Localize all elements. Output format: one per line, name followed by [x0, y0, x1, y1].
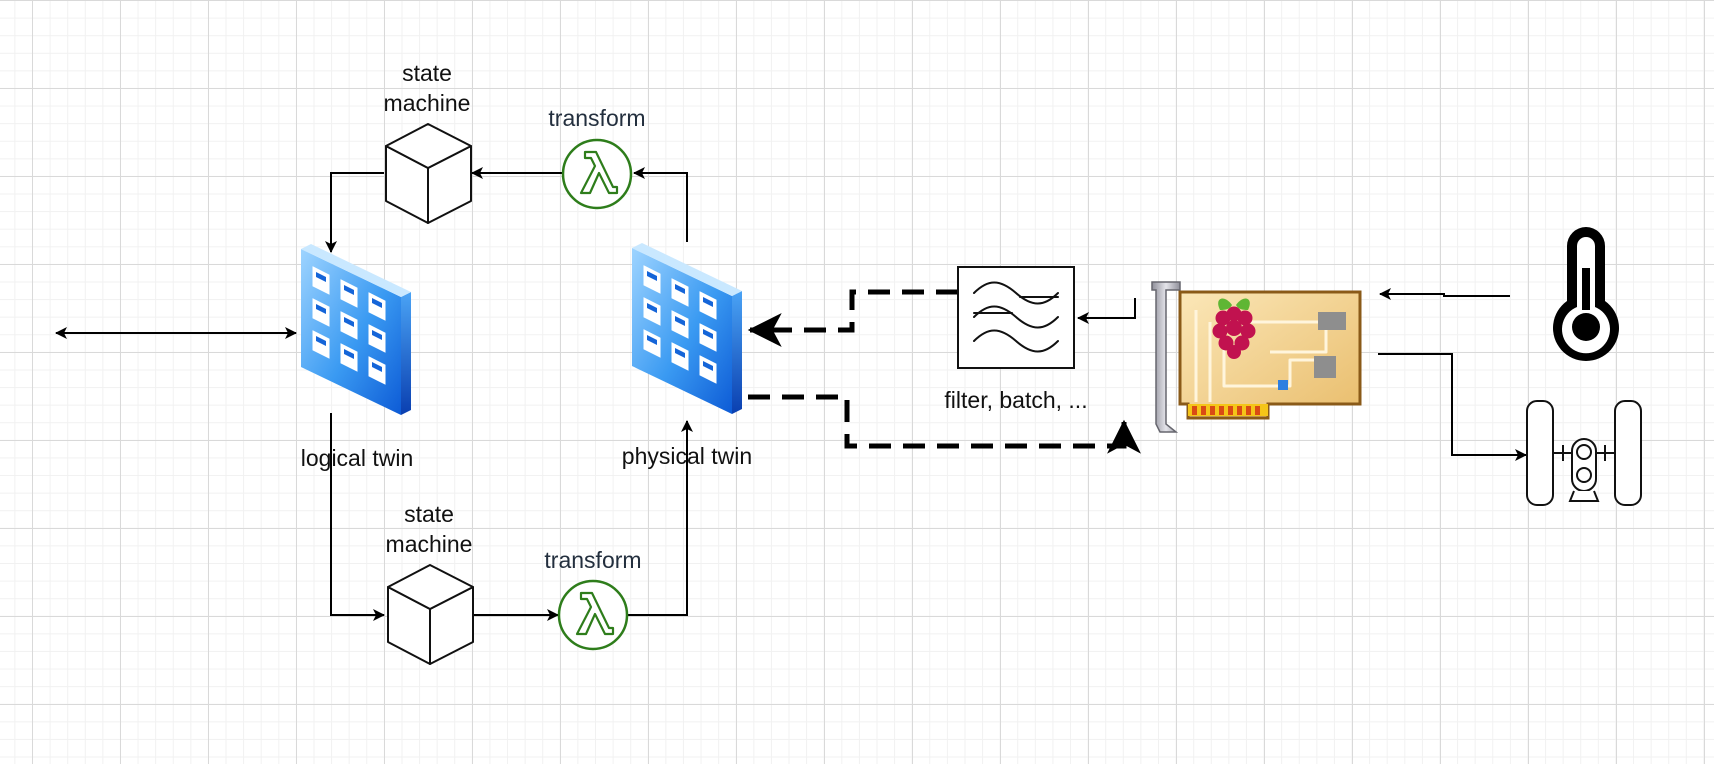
- cube-icon: [385, 123, 472, 224]
- edge-device-to-actuator[interactable]: [1378, 353, 1527, 461]
- edge-sensor-to-device[interactable]: [1379, 288, 1510, 300]
- logical-twin[interactable]: logical twin: [301, 244, 414, 471]
- physical-twin[interactable]: physical twin: [622, 243, 752, 469]
- filter-waves-icon: [957, 266, 1075, 369]
- lambda-icon: [557, 579, 629, 651]
- device-node[interactable]: [1151, 281, 1362, 433]
- state-machine-top-label-line2: machine: [384, 90, 471, 116]
- edge-physical-to-device-dashed[interactable]: [748, 394, 1141, 454]
- state-machine-bottom-label-line2: machine: [386, 531, 473, 557]
- edge-device-to-filter[interactable]: [1077, 298, 1136, 324]
- cube-icon: [387, 564, 474, 665]
- edge-logical-to-state-bottom[interactable]: [330, 413, 385, 621]
- filter-label: filter, batch, ...: [944, 387, 1087, 413]
- building-icon: [632, 243, 742, 414]
- edge-physical-to-transform-top[interactable]: [633, 167, 688, 242]
- edge-transform-to-physical[interactable]: [627, 420, 693, 616]
- transform-bottom-label: transform: [544, 547, 641, 573]
- filter-node[interactable]: filter, batch, ...: [944, 266, 1088, 413]
- state-machine-bottom-label-line1: state: [404, 501, 454, 527]
- building-icon: [301, 244, 411, 415]
- actuator-node[interactable]: [1526, 400, 1642, 506]
- transform-bottom[interactable]: transform: [544, 547, 642, 651]
- sensor-node[interactable]: [1553, 227, 1619, 361]
- transform-top-label: transform: [548, 105, 645, 131]
- edge-state-top-to-logical[interactable]: [325, 172, 384, 253]
- transform-top[interactable]: transform: [548, 105, 646, 210]
- physical-twin-label: physical twin: [622, 443, 752, 469]
- state-machine-top[interactable]: state machine: [384, 60, 472, 224]
- state-machine-top-label-line1: state: [402, 60, 452, 86]
- raspberry-pi-board-icon: [1151, 281, 1362, 433]
- lambda-icon: [561, 138, 633, 210]
- logical-twin-label: logical twin: [301, 445, 414, 471]
- edge-filter-to-physical-dashed[interactable]: [747, 289, 958, 347]
- thermometer-icon: [1553, 227, 1619, 361]
- state-machine-bottom[interactable]: state machine: [386, 501, 474, 665]
- edges: [55, 167, 1527, 621]
- satellite-icon: [1526, 400, 1642, 506]
- raspberry-icon: [1212, 298, 1256, 359]
